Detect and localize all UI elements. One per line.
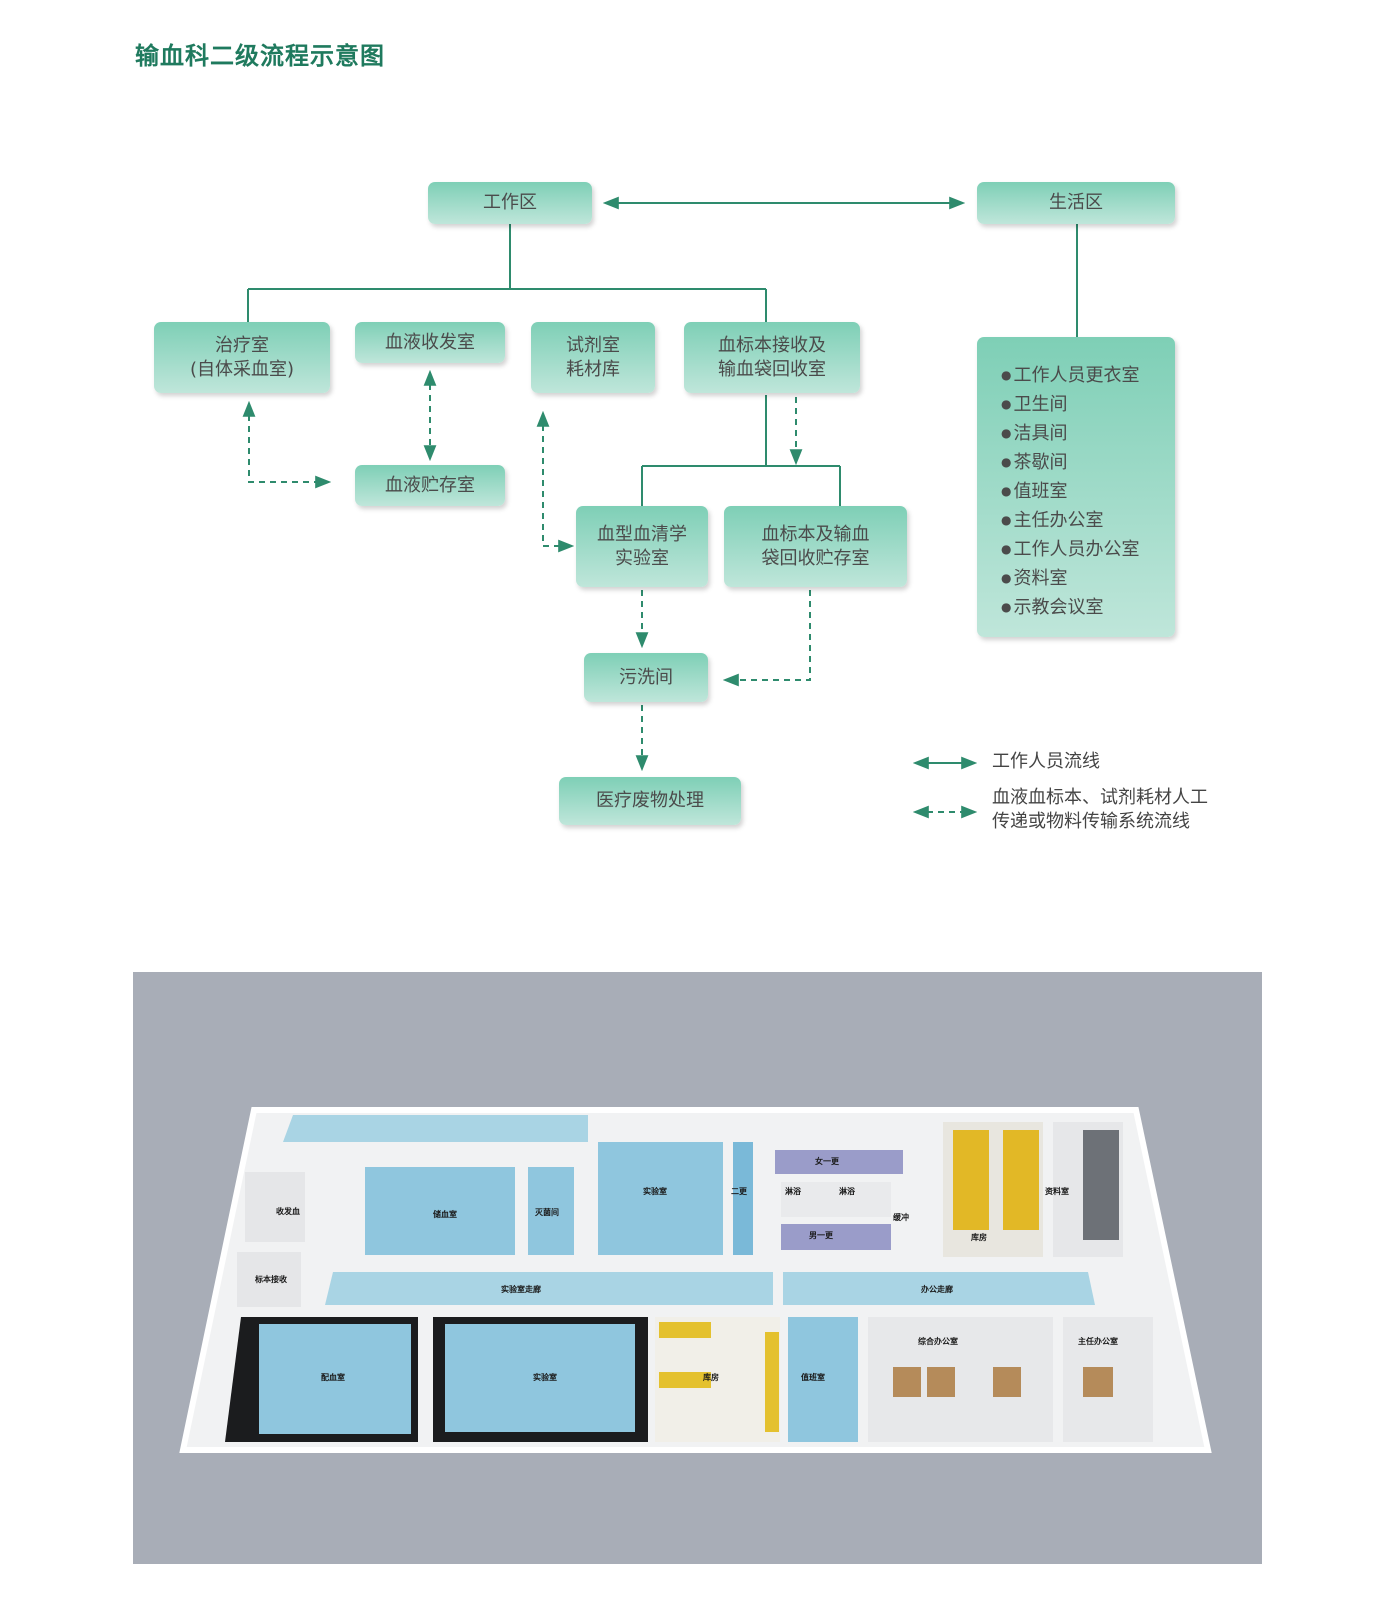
plan-room-dispatch: [245, 1172, 305, 1242]
plan-shelf-yellow-b3: [765, 1332, 779, 1432]
plan-label-male: 男一更: [809, 1230, 834, 1240]
living-room-item: 主任办公室: [1001, 506, 1103, 535]
plan-room-sterilize: [528, 1167, 574, 1255]
plan-room-blood-mix-floor: [259, 1324, 411, 1434]
floor-plan-image: 收发血 标本接收 储血室 灭菌间 实验室 二更 女一更 淋浴 淋浴 男一更 缓冲…: [133, 972, 1262, 1564]
treatment-room-node: 治疗室 (自体采血室): [154, 322, 330, 393]
plan-label-shower2: 淋浴: [839, 1186, 856, 1196]
page-title: 输血科二级流程示意图: [135, 42, 385, 70]
plan-label-duty: 值班室: [801, 1372, 825, 1382]
plan-lab-corridor: [325, 1272, 773, 1305]
living-room-item: 资料室: [1001, 564, 1067, 593]
reagent-serology-arrow: [536, 410, 575, 553]
plan-room-lab-top: [598, 1142, 723, 1255]
medical-waste-node: 医疗废物处理: [559, 777, 741, 825]
plan-label-buffer: 缓冲: [893, 1212, 909, 1222]
plan-label-director: 主任办公室: [1078, 1336, 1118, 1346]
plan-label-general-office: 综合办公室: [918, 1336, 958, 1346]
plan-label-shower1: 淋浴: [785, 1186, 802, 1196]
living-zone-node: 生活区: [977, 182, 1175, 224]
plan-room-change2: [733, 1142, 753, 1255]
plan-label-female: 女一更: [815, 1156, 840, 1166]
living-room-item: 洁具间: [1001, 419, 1067, 448]
plan-desk: [893, 1367, 921, 1397]
plan-label-office-corridor: 办公走廊: [921, 1284, 953, 1294]
storage-wash-arrow: [722, 590, 811, 687]
plan-label-lab-corridor: 实验室走廊: [501, 1284, 541, 1294]
plan-label-warehouse-top: 库房: [971, 1232, 987, 1242]
floor-plan-svg: 收发血 标本接收 储血室 灭菌间 实验室 二更 女一更 淋浴 淋浴 男一更 缓冲…: [179, 1107, 1212, 1453]
treatment-storage-arrow: [242, 400, 332, 489]
plan-shelf-yellow-b2: [659, 1372, 711, 1388]
living-room-item: 卫生间: [1001, 390, 1067, 419]
serology-lab-node: 血型血清学 实验室: [576, 506, 708, 587]
plan-office-corridor: [783, 1272, 1095, 1305]
plan-desk: [993, 1367, 1021, 1397]
dirty-wash-node: 污洗间: [584, 653, 708, 702]
plan-label-lab-bottom: 实验室: [533, 1372, 557, 1382]
legend-staff-label: 工作人员流线: [992, 751, 1100, 772]
plan-room-lab-bottom-floor: [445, 1324, 635, 1432]
plan-label-lab-top: 实验室: [643, 1186, 667, 1196]
plan-desk: [1083, 1367, 1113, 1397]
plan-label-archive: 资料室: [1045, 1186, 1069, 1196]
plan-room-duty: [788, 1317, 858, 1442]
sample-storage-node: 血标本及输血 袋回收贮存室: [724, 506, 907, 587]
plan-label-sample: 标本接收: [254, 1274, 287, 1284]
plan-room-storage: [365, 1167, 515, 1255]
plan-room-shower: [781, 1182, 891, 1217]
plan-top-corridor: [283, 1115, 588, 1142]
plan-archive-cabinets: [1083, 1130, 1119, 1240]
living-room-item: 工作人员办公室: [1001, 535, 1139, 564]
plan-shelf-yellow-b1: [659, 1322, 711, 1338]
plan-label-warehouse-bottom: 库房: [703, 1372, 719, 1382]
living-room-item: 工作人员更衣室: [1001, 361, 1139, 390]
plan-room-male: [781, 1224, 891, 1250]
plan-shelves-yellow-2: [1003, 1130, 1039, 1230]
living-room-item: 值班室: [1001, 477, 1067, 506]
work-zone-node: 工作区: [428, 182, 592, 224]
plan-label-dispatch: 收发血: [276, 1206, 300, 1216]
plan-shelves-yellow: [953, 1130, 989, 1230]
flow-connectors: [242, 196, 1078, 819]
living-room-item: 茶歇间: [1001, 448, 1067, 477]
reagent-room-node: 试剂室 耗材库: [531, 322, 655, 393]
plan-desk: [927, 1367, 955, 1397]
living-room-item: 示教会议室: [1001, 593, 1103, 622]
plan-label-sterilize: 灭菌间: [534, 1207, 559, 1217]
plan-room-sample: [237, 1252, 301, 1307]
blood-dispatch-node: 血液收发室: [355, 322, 505, 363]
plan-label-change2: 二更: [731, 1186, 748, 1196]
legend-material-label: 血液血标本、试剂耗材人工 传递或物料传输系统流线: [992, 787, 1208, 832]
plan-label-blood-mix: 配血室: [321, 1372, 345, 1382]
blood-storage-node: 血液贮存室: [355, 465, 505, 506]
sample-receive-node: 血标本接收及 输血袋回收室: [684, 322, 860, 393]
plan-label-storage: 储血室: [432, 1209, 457, 1219]
living-rooms-node: 工作人员更衣室 卫生间 洁具间 茶歇间 值班室 主任办公室 工作人员办公室 资料…: [977, 337, 1175, 637]
plan-room-female: [775, 1150, 903, 1174]
